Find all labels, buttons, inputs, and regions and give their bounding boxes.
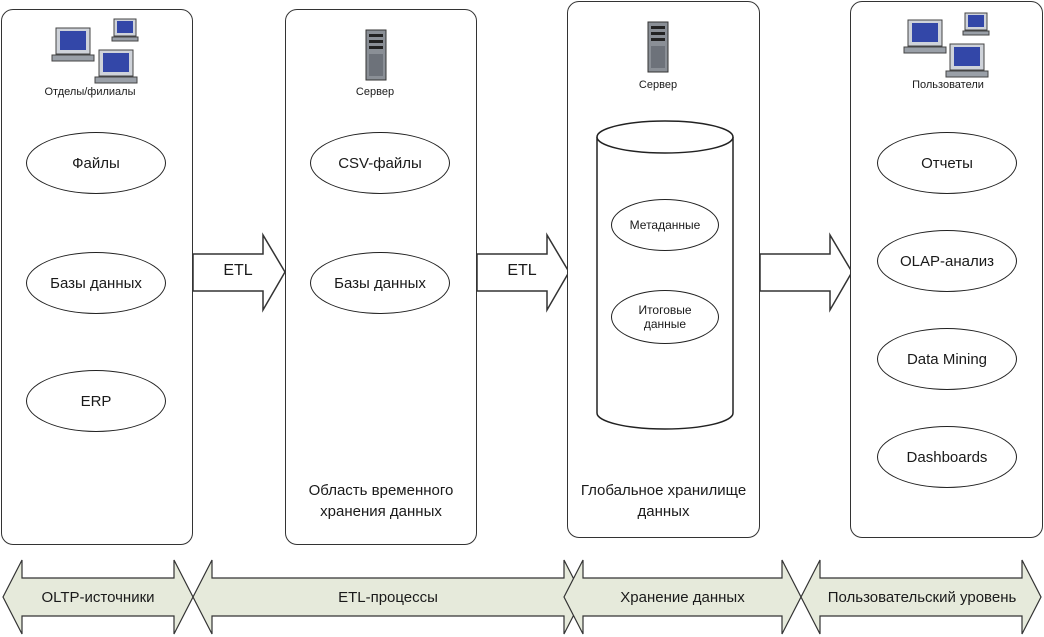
- warehouse-summary-data: Итоговые данные: [611, 290, 719, 344]
- staging-databases: Базы данных: [310, 252, 450, 314]
- band-users-label: Пользовательский уровень: [827, 589, 1017, 606]
- caption-departments: Отделы/филиалы: [44, 86, 136, 98]
- staging-area-label: Область временного хранения данных: [308, 482, 454, 520]
- band-storage-label: Хранение данных: [620, 589, 745, 606]
- caption-server-warehouse: Сервер: [638, 79, 678, 91]
- user-olap-analysis: OLAP-анализ: [877, 230, 1017, 292]
- caption-users: Пользователи: [912, 79, 984, 91]
- band-etl-label: ETL-процессы: [338, 589, 438, 606]
- etl-arrow-2: [476, 232, 570, 313]
- band-users: [800, 559, 1042, 635]
- etl-arrow-2-label: ETL: [507, 262, 537, 279]
- band-oltp-label: OLTP-источники: [41, 589, 155, 606]
- user-dashboards: Dashboards: [877, 426, 1017, 488]
- etl-arrow-1-label: ETL: [223, 262, 253, 279]
- source-databases: Базы данных: [26, 252, 166, 314]
- source-files: Файлы: [26, 132, 166, 194]
- caption-server-staging: Сервер: [355, 86, 395, 98]
- user-data-mining: Data Mining: [877, 328, 1017, 390]
- warehouse-metadata: Метаданные: [611, 199, 719, 251]
- warehouse-label: Глобальное хранилище данных: [580, 482, 747, 520]
- output-arrow: [759, 232, 853, 313]
- source-erp: ERP: [26, 370, 166, 432]
- user-reports: Отчеты: [877, 132, 1017, 194]
- staging-csv-files: CSV-файлы: [310, 132, 450, 194]
- etl-arrow-1: [192, 232, 286, 313]
